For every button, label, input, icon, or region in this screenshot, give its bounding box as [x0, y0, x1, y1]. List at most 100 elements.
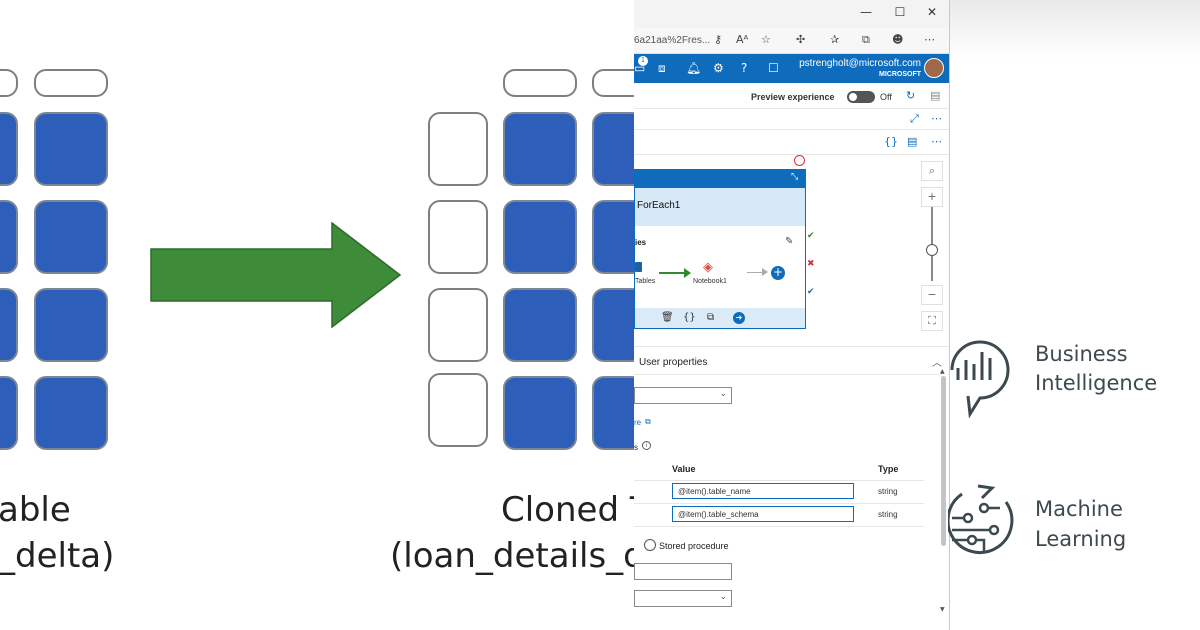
- maximize-button[interactable]: ☐: [894, 5, 906, 19]
- cloud-shell-icon[interactable]: ▭: [634, 61, 646, 75]
- zoom-slider-knob[interactable]: [926, 244, 938, 256]
- clone-data-cell: [503, 288, 577, 362]
- stored-procedure-radio[interactable]: [644, 539, 656, 551]
- cloned-table-caption-line1: Cloned T: [501, 490, 634, 530]
- expand-icon[interactable]: ⤢: [910, 112, 919, 125]
- directory-icon[interactable]: ⧈: [658, 61, 666, 75]
- clone-header-cell: [592, 69, 634, 97]
- search-icon[interactable]: ⌕: [921, 161, 943, 181]
- delete-icon[interactable]: 🗑︎: [661, 312, 674, 323]
- preview-toggle[interactable]: [847, 91, 875, 103]
- properties-scrollbar[interactable]: [941, 376, 946, 546]
- table-schema-value-input[interactable]: @item().table_schema: [672, 506, 854, 522]
- go-icon[interactable]: ➜: [733, 312, 745, 324]
- machine-learning-icon: [948, 484, 1014, 555]
- activity-footer: 🗑︎ {} ⧉ ➜: [635, 308, 805, 328]
- clone-data-cell: [592, 376, 634, 450]
- avatar[interactable]: [924, 58, 944, 78]
- panel-shade: [950, 0, 1200, 60]
- address-bar[interactable]: 6a21aa%2Fres... ⚷ Aᴬ ☆ ✣ ✰ ⧉ ☻ ⋯: [634, 28, 949, 54]
- code-icon[interactable]: {}: [884, 135, 898, 148]
- machine-label-line2: Learning: [1035, 527, 1127, 551]
- stored-procedure-label: Stored procedure: [659, 541, 729, 551]
- close-button[interactable]: ✕: [926, 5, 938, 19]
- source-table-caption-line2: _delta): [0, 536, 115, 576]
- procedure-name-input[interactable]: [634, 563, 732, 580]
- zoom-controls: ⌕ + − ⛶: [921, 161, 943, 341]
- fit-to-screen-button[interactable]: ⛶: [921, 311, 943, 331]
- profile-icon[interactable]: ☻: [892, 33, 904, 46]
- check-icon: ✔: [807, 231, 815, 241]
- scroll-down-arrow[interactable]: ▼: [940, 606, 945, 613]
- clone-data-cell: [503, 112, 577, 186]
- success-arrow: [659, 272, 685, 274]
- extensions-icon[interactable]: ✣: [796, 33, 806, 46]
- notebook-label: Notebook1: [693, 278, 727, 285]
- procedure-select[interactable]: ⌄: [634, 590, 732, 607]
- scroll-up-arrow[interactable]: ▲: [940, 368, 945, 375]
- activities-section-label: ies: [635, 238, 647, 247]
- clipboard-icon[interactable]: ▤: [930, 89, 941, 102]
- properties-header-divider: [634, 374, 940, 375]
- preview-experience-label: Preview experience: [751, 92, 835, 102]
- activity-name: ForEach1: [635, 188, 805, 226]
- more-options-icon[interactable]: ⋯: [931, 112, 942, 125]
- source-data-cell: [34, 200, 108, 274]
- dataset-select[interactable]: ⌄: [634, 387, 732, 404]
- feedback-icon[interactable]: ☐: [768, 61, 779, 75]
- more-icon[interactable]: ⋯: [924, 33, 935, 46]
- clone-empty-cell: [428, 288, 488, 362]
- key-icon[interactable]: ⚷: [714, 33, 723, 46]
- collapse-icon[interactable]: ⤡: [791, 172, 799, 182]
- toolbar-divider: [634, 129, 949, 130]
- zoom-out-button[interactable]: −: [921, 285, 943, 305]
- table-divider: [634, 480, 924, 481]
- browser-window: — ☐ ✕ 6a21aa%2Fres... ⚷ Aᴬ ☆ ✣ ✰ ⧉ ☻ ⋯ ▭…: [634, 0, 950, 630]
- delta-clone-diagram: able _delta) Cloned T (loan_details_d: [0, 69, 634, 576]
- favorites-icon[interactable]: ✰: [830, 33, 840, 46]
- favorite-icon[interactable]: ☆: [761, 33, 771, 46]
- chevron-down-icon: ⌄: [719, 592, 727, 602]
- pipeline-canvas[interactable]: ⤡ ForEach1 ies ✎ Tables ◈ Notebook1 + 🗑︎…: [634, 155, 949, 345]
- gear-icon[interactable]: ⚙: [713, 61, 724, 75]
- foreach-activity[interactable]: ⤡ ForEach1 ies ✎ Tables ◈ Notebook1 + 🗑︎…: [634, 169, 806, 329]
- source-data-cell: [0, 376, 18, 450]
- zoom-in-button[interactable]: +: [921, 187, 943, 207]
- external-link-icon[interactable]: ⧉: [645, 417, 651, 426]
- collections-icon[interactable]: ⧉: [862, 33, 870, 46]
- preview-experience-bar: Preview experience Off ↻ ▤: [634, 83, 949, 109]
- read-aloud-icon[interactable]: Aᴬ: [736, 33, 749, 46]
- source-data-cell: [0, 112, 18, 186]
- status-circle-icon: [794, 155, 805, 166]
- properties-icon[interactable]: ▤: [907, 135, 918, 148]
- address-url[interactable]: 6a21aa%2Fres...: [634, 35, 711, 46]
- source-data-cell: [0, 200, 18, 274]
- info-icon[interactable]: i: [642, 441, 651, 450]
- edit-icon[interactable]: ✎: [785, 236, 794, 247]
- chevron-down-icon: ⌄: [719, 389, 727, 399]
- account-info[interactable]: pstrengholt@microsoft.com MICROSOFT: [799, 58, 921, 80]
- copy-icon[interactable]: ⧉: [707, 312, 715, 323]
- add-activity-icon[interactable]: +: [771, 265, 785, 280]
- business-intelligence-icon: [950, 340, 1010, 419]
- refresh-icon[interactable]: ↻: [906, 89, 916, 102]
- clone-data-cell: [503, 200, 577, 274]
- clone-header-cell: [503, 69, 577, 97]
- tab-user-properties[interactable]: User properties: [639, 357, 708, 368]
- more-options-icon[interactable]: ⋯: [931, 135, 942, 148]
- minimize-button[interactable]: —: [860, 5, 872, 19]
- title-bar: — ☐ ✕: [634, 0, 949, 28]
- table-name-value-input[interactable]: @item().table_name: [672, 483, 854, 499]
- properties-divider: [634, 346, 949, 347]
- success-arrow-head: [684, 268, 691, 278]
- bell-icon[interactable]: 🔔︎: [686, 61, 702, 75]
- table-divider: [634, 503, 924, 504]
- open-link[interactable]: re: [634, 418, 642, 427]
- machine-label-line1: Machine: [1035, 497, 1123, 521]
- chevron-up-icon[interactable]: ︿: [932, 358, 942, 369]
- properties-panel: User properties ︿ ⌄ re ⧉ s i Value Type …: [634, 346, 949, 630]
- source-table-caption-line1: able: [0, 490, 71, 530]
- code-icon[interactable]: {}: [683, 312, 696, 323]
- tenant-name: MICROSOFT: [879, 71, 921, 78]
- help-icon[interactable]: ?: [741, 61, 748, 75]
